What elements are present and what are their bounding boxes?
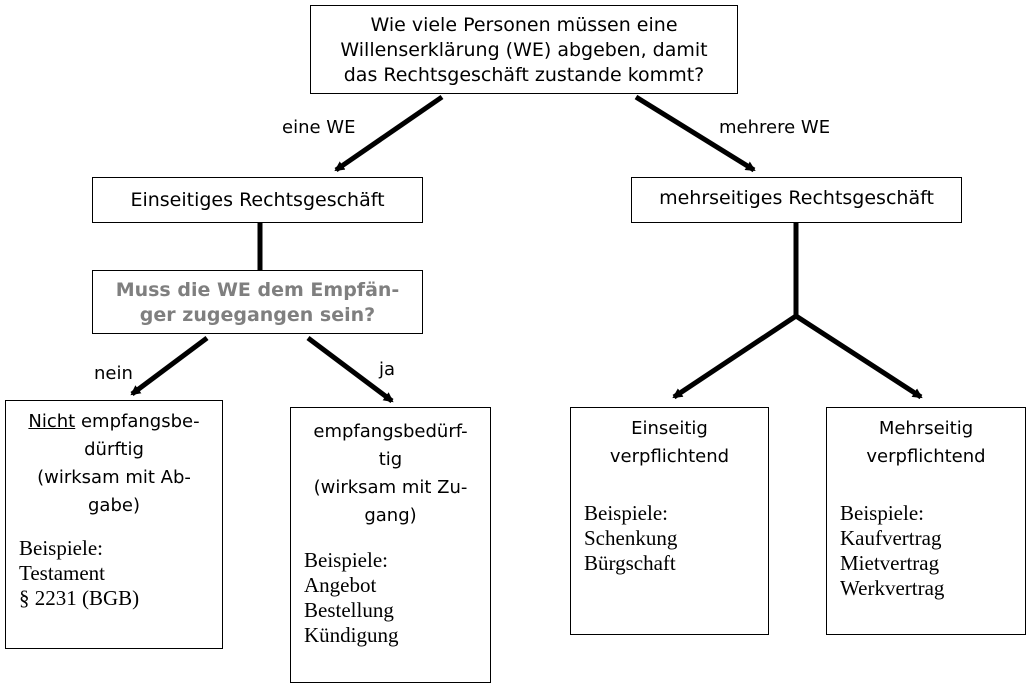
- examples-title: Beispiele:: [19, 536, 103, 560]
- description-line: tig: [378, 449, 403, 470]
- example-item: Werkvertrag: [840, 576, 945, 600]
- arrow-eine-we: [334, 94, 444, 173]
- description-line: dürftig: [84, 439, 144, 460]
- arrow-einseitig-verpflichtend: [672, 313, 798, 400]
- zugang-question-box: Muss die WE dem Empfän- ger zugegangen s…: [92, 270, 423, 334]
- title-rest: empfangsbe-: [75, 411, 200, 432]
- arrow-nein: [130, 335, 209, 397]
- empfangsbeduerftig-box: empfangsbedürf- tig (wirksam mit Zu- gan…: [290, 407, 491, 683]
- description-line: (wirksam mit Zu-: [313, 477, 468, 498]
- example-item: § 2231 (BGB): [19, 586, 140, 610]
- label-nein: nein: [94, 363, 133, 384]
- title-line: verpflichtend: [609, 446, 730, 467]
- question-line: das Rechtsgeschäft zustande kommt?: [343, 64, 705, 86]
- description-line: gang): [364, 505, 417, 526]
- question-line: Wie viele Personen müssen eine: [370, 14, 678, 36]
- arrow-mehrseitig-verpflichtend: [794, 313, 923, 400]
- question-box: Wie viele Personen müssen eine Willenser…: [310, 5, 738, 94]
- examples-title: Beispiele:: [584, 501, 668, 525]
- mehrseitiges-rechtsgeschaeft-box: mehrseitiges Rechtsgeschäft: [631, 177, 962, 223]
- example-item: Bürgschaft: [584, 551, 676, 575]
- arrow-ja: [306, 336, 394, 403]
- examples-title: Beispiele:: [304, 548, 388, 572]
- example-item: Angebot: [304, 573, 377, 597]
- description-line: (wirksam mit Ab-: [37, 467, 191, 488]
- zugang-question-line: ger zugegangen sein?: [139, 304, 376, 326]
- einseitiges-rechtsgeschaeft-box: Einseitiges Rechtsgeschäft: [92, 177, 423, 223]
- arrow-mehrere-we: [634, 94, 756, 173]
- example-item: Schenkung: [584, 526, 678, 550]
- example-item: Bestellung: [304, 598, 394, 622]
- description-line: empfangsbedürf-: [313, 421, 468, 442]
- title-line: Mehrseitig: [878, 418, 974, 439]
- zugang-question-line: Muss die WE dem Empfän-: [115, 279, 400, 301]
- label-ja: ja: [379, 359, 396, 380]
- description-line: gabe): [88, 495, 140, 516]
- nicht-empfangsbeduerftig-box: Nicht empfangsbe- dürftig (wirksam mit A…: [5, 400, 223, 649]
- title-line: Einseitig: [631, 418, 708, 439]
- label-mehrere-we: mehrere WE: [719, 117, 831, 138]
- label-eine-we: eine WE: [282, 117, 356, 138]
- nicht-underlined: Nicht: [28, 411, 76, 432]
- example-item: Kündigung: [304, 623, 399, 647]
- einseitig-verpflichtend-box: Einseitig verpflichtend Beispiele: Schen…: [570, 407, 769, 635]
- title-line: verpflichtend: [866, 446, 986, 467]
- mehrseitig-verpflichtend-box: Mehrseitig verpflichtend Beispiele: Kauf…: [826, 407, 1026, 635]
- example-item: Mietvertrag: [840, 551, 940, 575]
- example-item: Kaufvertrag: [840, 526, 942, 550]
- examples-title: Beispiele:: [840, 501, 924, 525]
- einseitiges-rechtsgeschaeft-label: Einseitiges Rechtsgeschäft: [130, 189, 385, 211]
- example-item: Testament: [19, 561, 105, 585]
- mehrseitiges-rechtsgeschaeft-label: mehrseitiges Rechtsgeschäft: [659, 187, 934, 209]
- question-line: Willenserklärung (WE) abgeben, damit: [340, 39, 708, 61]
